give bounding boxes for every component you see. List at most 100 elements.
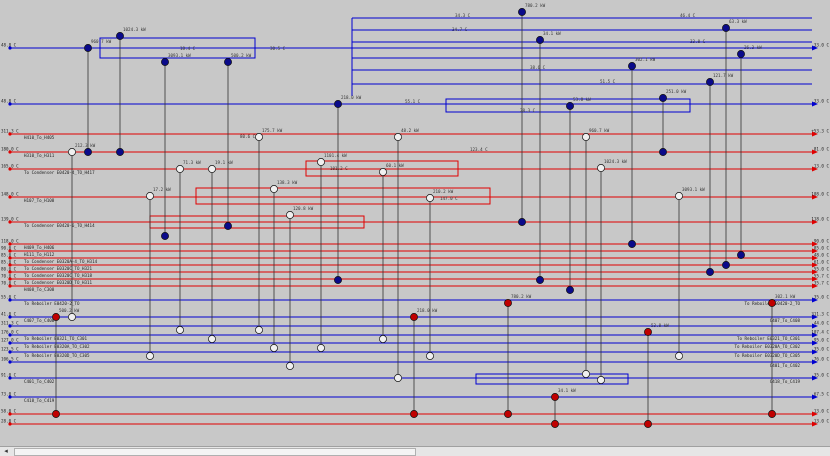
stream-inlet-temp: 123.5 C	[1, 347, 19, 352]
stream-temp-label: 34.3 C	[455, 13, 471, 18]
exchanger-node	[286, 211, 294, 219]
exchanger-node	[644, 420, 652, 428]
stream-temp-label: 28.3 C	[520, 108, 536, 113]
stream-inlet-temp: 127.0 C	[1, 338, 19, 343]
exchanger-node	[504, 410, 512, 418]
scroll-left-arrow-icon[interactable]: ◂	[4, 447, 8, 455]
exchanger-node	[224, 222, 232, 230]
stream-arrow-icon	[812, 101, 818, 107]
exchanger-node	[536, 36, 544, 44]
exchanger-duty: 34.1 kW	[543, 31, 561, 36]
split-branch	[195, 187, 491, 205]
exchanger-node	[518, 8, 526, 16]
exchanger-duty: 53.8 kW	[573, 97, 591, 102]
exchanger-duty: 1101.4 kW	[324, 153, 347, 158]
exchanger-node	[768, 410, 776, 418]
stream-outlet-temp: 13.0 C	[814, 409, 830, 414]
exchanger-duty: 3093.1 kW	[682, 187, 705, 192]
exchanger-node	[146, 192, 154, 200]
exchanger-node	[768, 299, 776, 307]
exchanger-node	[270, 185, 278, 193]
exchanger-node	[566, 286, 574, 294]
exchanger-duty: 60.1 kW	[386, 163, 404, 168]
exchanger-duty: 3093.1 kW	[168, 53, 191, 58]
stream-start-marker	[8, 376, 12, 380]
exchanger-node	[255, 326, 263, 334]
stream-arrow-icon	[812, 131, 818, 137]
stream-name: To Condenser E0320C_TO_H318	[24, 273, 93, 278]
split-branch	[445, 98, 691, 113]
exchanger-node	[706, 78, 714, 86]
stream-arrow-icon	[812, 283, 818, 289]
stream-outlet-temp: 55.0 C	[814, 267, 830, 272]
stream-start-marker	[8, 412, 12, 416]
stream-name: C401_To_C402	[24, 379, 55, 384]
exchanger-node	[659, 148, 667, 156]
exchanger-duty: 500.2 kW	[231, 53, 252, 58]
stream-name: C407_To_C408	[24, 318, 55, 323]
exchanger-node	[161, 58, 169, 66]
exchanger-node	[334, 100, 342, 108]
stream-start-marker	[8, 132, 12, 136]
split-branch	[475, 373, 629, 385]
exchanger-node	[116, 148, 124, 156]
stream-name: To Condenser E0420-4_TO_H417	[24, 170, 95, 175]
stream-outlet-temp: 107.4 C	[811, 330, 829, 335]
stream-inlet-temp: 118.0 C	[1, 239, 19, 244]
stream-inlet-temp: 41.0 C	[1, 312, 17, 317]
exchanger-node	[644, 328, 652, 336]
stream-arrow-icon	[812, 421, 818, 427]
exchanger-duty: 218.0 kW	[341, 95, 362, 100]
stream-outlet-temp: 35.7 C	[814, 281, 830, 286]
stream-inlet-temp: 58.0 C	[1, 409, 17, 414]
stream-arrow-icon	[812, 411, 818, 417]
stream-inlet-temp: 70.0 C	[1, 281, 17, 286]
stream-outlet-temp: 13.0 C	[814, 164, 830, 169]
stream-arrow-icon	[812, 149, 818, 155]
stream-start-marker	[8, 220, 12, 224]
exchanger-node	[394, 374, 402, 382]
stream-inlet-temp: 55.0 C	[1, 295, 17, 300]
stream-inlet-temp: 176.0 C	[1, 330, 19, 335]
stream-inlet-temp: 91.0 C	[1, 373, 17, 378]
exchanger-node	[52, 410, 60, 418]
stream-temp-label: 101.2 C	[330, 166, 348, 171]
exchanger-node	[628, 62, 636, 70]
stream-inlet-temp: 80.0 C	[1, 267, 17, 272]
stream-inlet-temp: 85.0 C	[1, 253, 17, 258]
stream-inlet-temp: 180.0 C	[1, 147, 19, 152]
exchanger-duty: 138.3 kW	[277, 180, 298, 185]
exchanger-node	[84, 44, 92, 52]
stream-outlet-temp: 44.0 C	[814, 321, 830, 326]
stream-inlet-temp: 90.0 C	[1, 246, 17, 251]
exchanger-node	[551, 393, 559, 401]
stream-name-right: C407_To_C408	[770, 318, 801, 323]
stream-arrow-icon	[812, 375, 818, 381]
stream-arrow-icon	[812, 45, 818, 51]
stream-name-right: C418_To_C419	[770, 379, 801, 384]
stream-name-right: To Reboiler E0320A_TO_C302	[734, 344, 800, 349]
stream-temp-label: 55.1 C	[405, 99, 421, 104]
stream-arrow-icon	[812, 219, 818, 225]
exchanger-node	[146, 352, 154, 360]
stream-start-marker	[8, 263, 12, 267]
exchanger-node	[722, 261, 730, 269]
stream-temp-label: 38.6 C	[530, 65, 546, 70]
stream-start-marker	[8, 249, 12, 253]
exchanger-node	[551, 420, 559, 428]
exchanger-duty: 175.7 kW	[262, 128, 283, 133]
stream-temp-label: 18.4 C	[180, 46, 196, 51]
stream-outlet-temp: 61.0 C	[814, 260, 830, 265]
stream-name-right: C401_To_C402	[770, 363, 801, 368]
exchanger-node	[536, 276, 544, 284]
stream-temp-label: 33.0 C	[690, 39, 706, 44]
stream-start-marker	[8, 277, 12, 281]
exchanger-duty: 780.2 kW	[511, 294, 532, 299]
stream-outlet-temp: 35.0 C	[814, 295, 830, 300]
stream-inlet-temp: 48.8 C	[1, 99, 17, 104]
stream-name: To Reboiler E0320D_TO_C305	[24, 353, 90, 358]
stream-inlet-temp: 148.0 C	[1, 192, 19, 197]
exchanger-node	[659, 94, 667, 102]
exchanger-node	[334, 276, 342, 284]
